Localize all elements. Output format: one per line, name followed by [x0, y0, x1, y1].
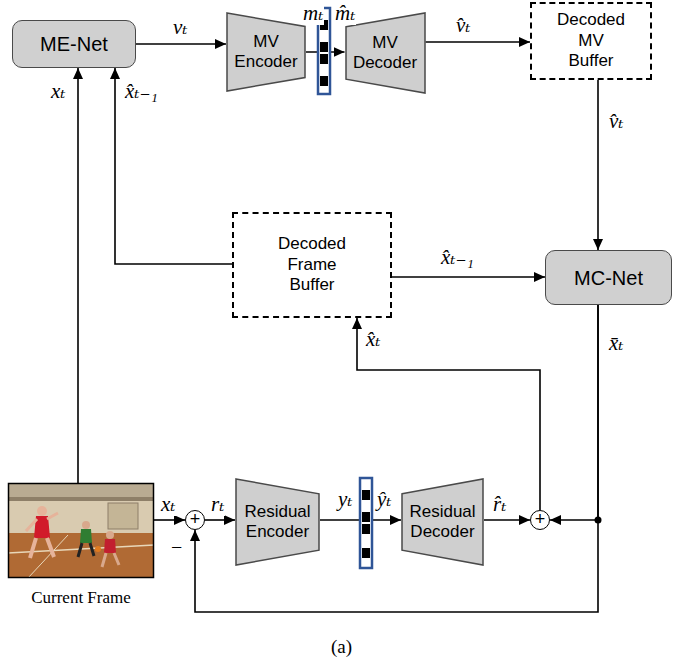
sum-circle: +	[185, 510, 205, 530]
text-group: Residual Decoder	[409, 502, 475, 543]
encoder-block: Residual Encoder	[235, 478, 320, 566]
trapezoid-shape	[236, 479, 319, 565]
signal-label: xₜ	[160, 493, 177, 516]
node-label: ME-Net	[40, 32, 108, 56]
sum-circle: +	[530, 510, 550, 530]
signal-label: −	[170, 536, 183, 558]
text-group: Decoded Frame Buffer	[278, 234, 346, 295]
buffer-box: Decoded MV Buffer	[530, 2, 652, 80]
node-label: Residual Encoder	[244, 502, 310, 543]
trapezoid-shape	[402, 479, 483, 565]
buffer-box: Decoded Frame Buffer	[232, 212, 392, 318]
trapezoid-shape	[346, 13, 425, 93]
signal-label: yₜ	[337, 488, 354, 511]
text-group: +	[535, 512, 546, 528]
flow-arrow	[426, 41, 531, 43]
decoder-block: MV Decoder	[345, 12, 426, 94]
signal-label: mₜ	[302, 2, 324, 25]
text-group: ME-Net	[40, 32, 108, 56]
flow-arrow	[484, 519, 530, 521]
frame-picture	[8, 483, 154, 578]
decoder-block: Residual Decoder	[401, 478, 484, 566]
flow-arrow	[154, 519, 185, 521]
flow-arrow	[115, 68, 232, 264]
signal-label: v̂ₜ	[455, 14, 472, 37]
node-label: Residual Decoder	[409, 502, 475, 543]
node-label: MV Encoder	[234, 32, 297, 73]
node-label: Current Frame	[31, 588, 131, 608]
junction-dot	[595, 517, 602, 524]
flow-arrow	[77, 68, 79, 483]
flow-arrow	[357, 318, 540, 510]
flow-arrow	[136, 43, 226, 45]
encoder-block: MV Encoder	[226, 12, 306, 92]
signal-label: v̂ₜ	[608, 110, 625, 133]
text-group: Current Frame	[31, 588, 131, 608]
signal-label: vₜ	[172, 16, 189, 39]
node-label: +	[535, 510, 546, 528]
input-frame: Current Frame	[8, 483, 154, 608]
signal-label: x̂ₜ	[365, 328, 382, 351]
node-label: MC-Net	[574, 266, 643, 290]
flow-arrow	[195, 305, 598, 612]
signal-label: x̄ₜ	[608, 332, 625, 355]
quantizer-bar	[360, 478, 372, 568]
text-group: Decoded MV Buffer	[557, 10, 625, 71]
flow-arrow	[550, 305, 598, 520]
signal-label: x̂ₜ₋₁	[440, 246, 475, 269]
process-box: MC-Net	[545, 250, 672, 305]
trapezoid-shape	[227, 13, 305, 91]
flow-arrow	[392, 276, 545, 278]
signal-label: m̂ₜ	[334, 2, 356, 25]
flow-arrow	[205, 519, 235, 521]
signal-label: x̂ₜ₋₁	[124, 80, 159, 103]
node-label: Decoded Frame Buffer	[278, 234, 346, 295]
figure-caption: (a)	[331, 636, 352, 659]
node-label: +	[190, 510, 201, 528]
signal-label: xₜ	[50, 80, 67, 103]
text-group: MV Decoder	[353, 33, 417, 74]
text-group: MC-Net	[574, 266, 643, 290]
node-label: MV Decoder	[353, 33, 417, 74]
process-box: ME-Net	[12, 20, 136, 68]
flow-arrow	[597, 80, 599, 250]
signal-label: rₜ	[210, 493, 225, 516]
text-group: MV Encoder	[234, 32, 297, 73]
signal-label: r̂ₜ	[492, 493, 507, 516]
signal-label: ŷₜ	[376, 488, 393, 511]
node-label: Decoded MV Buffer	[557, 10, 625, 71]
text-group: Residual Encoder	[244, 502, 310, 543]
text-group: +	[190, 512, 201, 528]
